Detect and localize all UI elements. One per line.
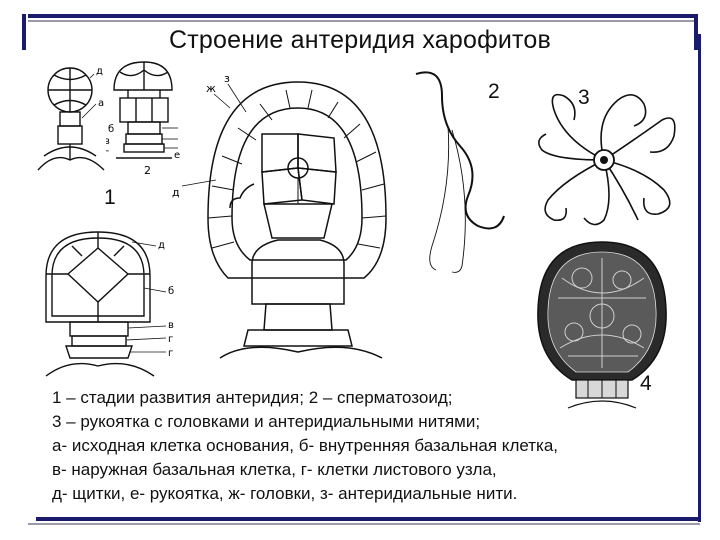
label-g: г	[106, 148, 109, 159]
frame-bottom-shadow	[28, 523, 700, 525]
figure-number-1: 1	[104, 186, 116, 210]
label-zh: ж	[206, 82, 216, 95]
figure-3-filaments	[534, 80, 684, 230]
slide-title: Строение антеридия харофитов	[0, 26, 720, 55]
label-stage-2: 2	[144, 164, 151, 177]
label-z: з	[224, 72, 230, 85]
figure-1a-early-antheridium: д а	[34, 60, 114, 180]
frame-top-line	[28, 14, 696, 18]
caption-line-5: д- щитки, е- рукоятка, ж- головки, з- ан…	[52, 482, 672, 506]
frame-bottom-line	[36, 517, 700, 521]
label-d: д	[158, 240, 165, 251]
label-v: в	[106, 136, 110, 147]
figure-number-3: 3	[578, 86, 590, 110]
figure-caption: 1 – стадии развития антеридия; 2 – сперм…	[52, 386, 672, 506]
label-b: б	[108, 124, 114, 135]
frame-right-long-line	[698, 34, 701, 522]
label-d: д	[172, 186, 180, 199]
label-a: а	[98, 98, 104, 109]
caption-line-2: 3 – рукоятка с головками и антеридиальны…	[52, 410, 672, 434]
caption-line-1: 1 – стадии развития антеридия; 2 – сперм…	[52, 386, 672, 410]
label-d: д	[96, 66, 103, 77]
figure-main-antheridium-section: з ж д	[168, 68, 398, 388]
frame-top-shadow	[28, 20, 696, 22]
caption-line-3: а- исходная клетка основания, б- внутрен…	[52, 434, 672, 458]
caption-line-4: в- наружная базальная клетка, г- клетки …	[52, 458, 672, 482]
figure-number-2: 2	[488, 80, 500, 104]
